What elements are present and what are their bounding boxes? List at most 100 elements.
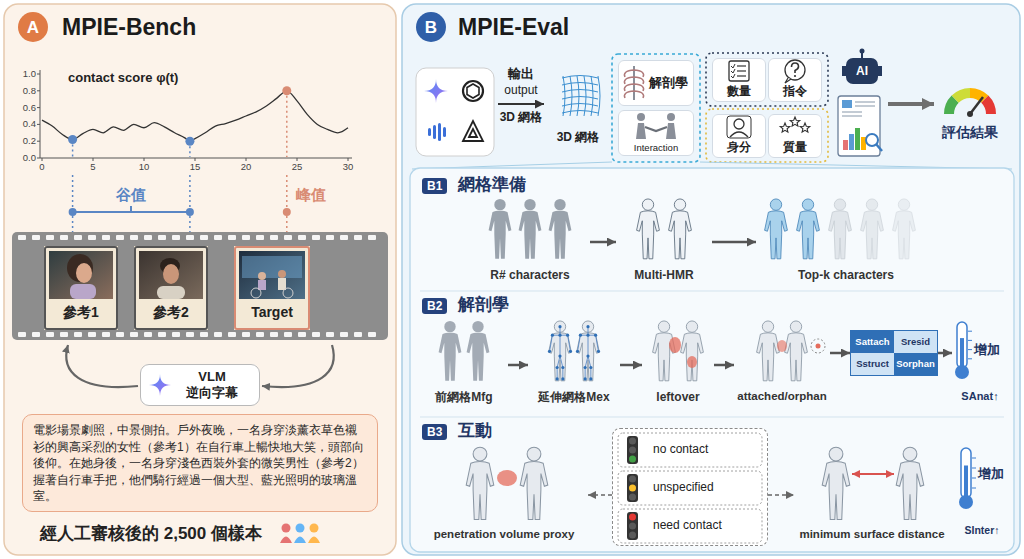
node-text: Target: [236, 304, 308, 321]
skeleton-joints: [589, 377, 592, 380]
traffic-light-icon: [629, 476, 636, 483]
skeleton-joints: [579, 334, 582, 337]
people-icon: [282, 524, 291, 533]
people-icon: [294, 537, 306, 544]
pipeline-figures: [687, 356, 697, 368]
metric-icons: [737, 70, 746, 71]
skeleton-joints: [585, 356, 588, 367]
ai-judge-icon: [842, 100, 852, 108]
distance-arrow: [852, 473, 894, 475]
film-strip: [32, 332, 40, 337]
skeleton-joints: [588, 335, 589, 356]
node-text: Sorphan: [894, 353, 937, 375]
result-arrow: [888, 102, 934, 106]
ai-judge-icon: [842, 115, 862, 116]
node-text: SAnat↑: [952, 390, 1008, 403]
film-strip: [270, 332, 278, 337]
traffic-light-icon: [627, 474, 638, 502]
score-dot: [68, 135, 77, 144]
model-logos: [433, 125, 436, 139]
film-strip: [228, 235, 236, 240]
ai-judge-icon: [838, 96, 880, 156]
section: B3互動penetration volume proxyno contactun…: [416, 418, 1008, 548]
panel-a-art: [4, 4, 396, 555]
score-curve: [42, 91, 348, 141]
result-label: 評估結果: [926, 124, 1014, 141]
film-strip: [60, 235, 68, 240]
contact-score-chart: [37, 90, 40, 91]
panel-ground: [4, 4, 396, 555]
person-figure: [785, 333, 808, 381]
ai-judge-icon: [849, 134, 854, 150]
ai-judge-icon: [842, 111, 862, 112]
gemini-icon: [149, 374, 171, 396]
contact-score-chart: [37, 74, 40, 75]
panel-badge: A: [18, 12, 48, 42]
film-strip: [284, 332, 292, 337]
person-figure: [554, 199, 565, 210]
ai-judge-icon: [846, 58, 878, 84]
valley-bracket: [73, 206, 190, 212]
model-logos: [467, 84, 479, 98]
people-icon: [296, 524, 305, 533]
thermometer-icon: [960, 338, 964, 368]
mesh-icon: 3D 網格: [548, 70, 608, 150]
frame-pointer: [72, 175, 74, 207]
traffic-light-icon: [629, 494, 636, 501]
traffic-light-icon: [627, 512, 638, 540]
metric-icons: [727, 116, 751, 138]
node-text: leftover: [642, 390, 714, 404]
axis-tick: 30: [336, 161, 360, 172]
panel: MPIE-BenchA參考1參考2TargetVLM 逆向字幕電影場景劇照，中景…: [4, 4, 396, 555]
traffic-light-icon: [627, 436, 638, 464]
person-figure: [489, 211, 512, 259]
flow-arrow: [938, 352, 952, 355]
photo: [49, 251, 113, 299]
node-text: SInter↑: [956, 524, 1008, 537]
contact-score-chart: [37, 70, 352, 161]
contact-conditions: [612, 428, 768, 546]
film-strip: [368, 332, 376, 337]
thermometer-score: 增加SAnat↑: [952, 318, 1008, 412]
pipeline-figures: [811, 339, 825, 353]
thermometer-icon: [972, 478, 976, 479]
film-strip: [283, 288, 293, 298]
thermometer-icon: [972, 468, 976, 469]
skeleton-joints: [557, 356, 560, 367]
mesh-drawing: [563, 76, 565, 116]
flow-arrow: [830, 352, 850, 355]
person-figure: [439, 321, 462, 381]
metric-icons: [800, 123, 810, 132]
axis-tick: 15: [183, 161, 207, 172]
film-strip: [242, 256, 302, 278]
skeleton-joints: [561, 377, 564, 380]
film-strip: [32, 235, 40, 240]
metric-tile: 指令: [768, 58, 822, 102]
film-strip: [200, 235, 208, 240]
traffic-light-icon: [629, 523, 636, 530]
person-figure: [686, 321, 697, 332]
mesh-drawing: [598, 76, 600, 116]
metric-icons: [730, 132, 748, 137]
person-figure: [822, 447, 850, 519]
axis-tick: 20: [234, 161, 258, 172]
person-figure: [861, 211, 884, 259]
person-figure: [669, 199, 692, 259]
person-figure: [790, 321, 801, 332]
skeleton-joints: [589, 366, 592, 369]
film-strip: [298, 332, 306, 337]
skeleton-joints: [556, 366, 559, 369]
person-figure: [681, 321, 704, 381]
skeleton-joints: [566, 334, 569, 337]
person-figure: [896, 447, 924, 519]
film-strip: [12, 232, 388, 340]
film-strip: [134, 246, 208, 330]
node-text: 增加: [978, 466, 1004, 482]
contact-score-chart: [297, 158, 298, 161]
vlm-loop: [66, 345, 138, 387]
axis-tick: 0.0: [8, 152, 36, 163]
node-text: 參考1: [46, 304, 116, 321]
node-text: 指令: [769, 84, 821, 98]
contact-score-chart: [37, 124, 40, 125]
eval-container: [410, 168, 1014, 552]
